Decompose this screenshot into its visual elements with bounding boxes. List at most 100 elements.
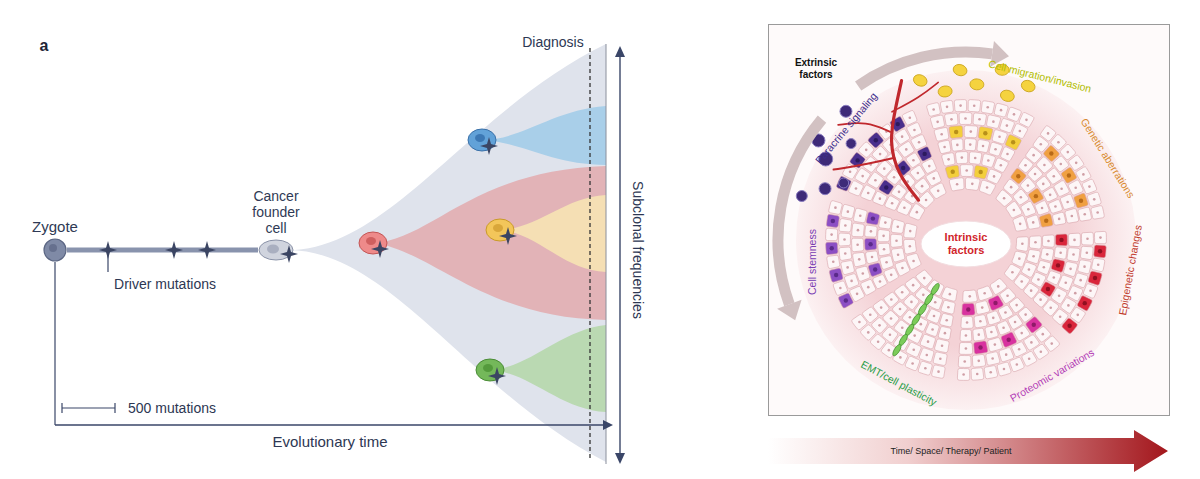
cell-nucleus <box>1059 238 1063 242</box>
tumour-cell <box>1053 309 1068 324</box>
cell-nucleus <box>924 367 927 370</box>
cell-nucleus <box>844 298 848 302</box>
mutation-star <box>198 241 216 259</box>
cell-nucleus <box>901 166 905 170</box>
tumour-cell <box>892 184 907 199</box>
cell-nucleus <box>983 131 987 135</box>
figure-label: Driver mutations <box>114 276 216 292</box>
tumour-cell <box>887 150 903 166</box>
cell-nucleus <box>961 156 964 159</box>
tumour-cell <box>989 142 1002 156</box>
tumour-cell <box>1028 167 1043 182</box>
tumour-cell <box>1078 207 1091 221</box>
cell-nucleus <box>1003 368 1006 371</box>
cell-nucleus <box>847 210 850 213</box>
tumour-cell <box>1068 286 1083 301</box>
cell-nucleus <box>879 153 882 156</box>
cell-nucleus <box>890 274 893 277</box>
cell-nucleus <box>1006 124 1009 127</box>
node-text: Time/ Space/ Therapy/ Patient <box>771 446 1131 456</box>
cell-nucleus <box>1042 183 1045 186</box>
cell-nucleus <box>830 233 833 236</box>
cell-nucleus <box>850 280 853 283</box>
cell-nucleus <box>912 348 915 351</box>
cell-nucleus <box>885 261 888 264</box>
figure-label: Genetic aberrations <box>1079 116 1138 200</box>
tumour-cell <box>945 113 958 126</box>
tumour-cell <box>1026 215 1040 229</box>
cell-nucleus <box>1096 211 1099 214</box>
tumour-cell <box>861 280 876 296</box>
tumour-cell <box>1037 261 1051 275</box>
cell-nucleus <box>945 319 948 322</box>
tumour-cell <box>954 100 966 112</box>
tumour-cell <box>1000 288 1015 303</box>
cell-nucleus <box>1058 218 1061 221</box>
tumour-cell <box>958 355 971 367</box>
time-axis <box>55 424 606 425</box>
cell-nucleus <box>861 175 864 178</box>
cell-nucleus <box>898 191 901 194</box>
frequency-axis <box>619 54 620 456</box>
cell-nucleus <box>1039 298 1042 301</box>
cell-nucleus <box>998 136 1001 139</box>
tumour-cell <box>853 208 867 223</box>
tumour-cell <box>891 234 903 247</box>
tumour-cell <box>907 328 923 343</box>
cell-nucleus <box>903 207 906 210</box>
emt-cell <box>917 303 928 317</box>
tumour-cell <box>1001 332 1016 347</box>
cell-nucleus <box>1028 268 1031 271</box>
clone-nucleus <box>475 134 485 142</box>
tumour-cell <box>964 126 978 138</box>
tumour-cell <box>1049 200 1063 214</box>
cell-nucleus <box>1013 209 1016 212</box>
node-label-box: Cancer founder cell <box>247 188 305 236</box>
cell-nucleus <box>1006 294 1009 297</box>
cell-nucleus <box>869 163 872 166</box>
node-shape <box>43 238 67 262</box>
cell-nucleus <box>1067 151 1070 154</box>
time-limit-line <box>606 44 607 464</box>
tumour-cell <box>897 200 912 215</box>
cell-nucleus <box>868 242 872 246</box>
tumour-cell <box>1068 180 1083 195</box>
cell-nucleus <box>1027 184 1030 187</box>
tumour-cell <box>906 253 921 269</box>
cell-nucleus <box>932 108 935 111</box>
cell-nucleus <box>918 141 921 144</box>
cell-nucleus <box>913 334 916 337</box>
cell-nucleus <box>901 267 904 270</box>
cell-nucleus <box>905 148 908 151</box>
tumour-cell <box>879 216 892 229</box>
tumour-cell <box>829 268 843 282</box>
cell-nucleus <box>893 157 896 160</box>
tumour-cell <box>865 239 877 251</box>
mutation-star <box>165 241 183 259</box>
tumour-cell <box>1022 351 1037 366</box>
tumour-cell <box>882 327 897 342</box>
mutation-star <box>499 227 517 245</box>
cell-nucleus <box>839 287 842 290</box>
cell-nucleus <box>947 158 950 161</box>
cell-nucleus <box>1034 241 1037 244</box>
cell-nucleus <box>871 216 875 220</box>
tumour-cell <box>955 152 967 164</box>
cell-nucleus <box>1003 197 1006 200</box>
tumour-cell <box>1013 189 1028 204</box>
origin-line <box>54 262 55 425</box>
tumour-cell <box>987 169 1002 184</box>
tumour-cell <box>934 127 949 141</box>
tumour-cell <box>1016 237 1028 252</box>
cell-nucleus <box>884 185 888 189</box>
tumour-cell <box>927 309 941 323</box>
migrating-cell <box>912 73 929 89</box>
tumour-cell <box>938 327 951 340</box>
cell-nucleus <box>1015 304 1018 307</box>
tumour-cell <box>978 127 992 140</box>
tumour-cell <box>878 243 891 256</box>
panel-frame <box>769 25 1170 416</box>
tumour-cell <box>1027 250 1041 264</box>
tumour-cell <box>1056 234 1068 246</box>
